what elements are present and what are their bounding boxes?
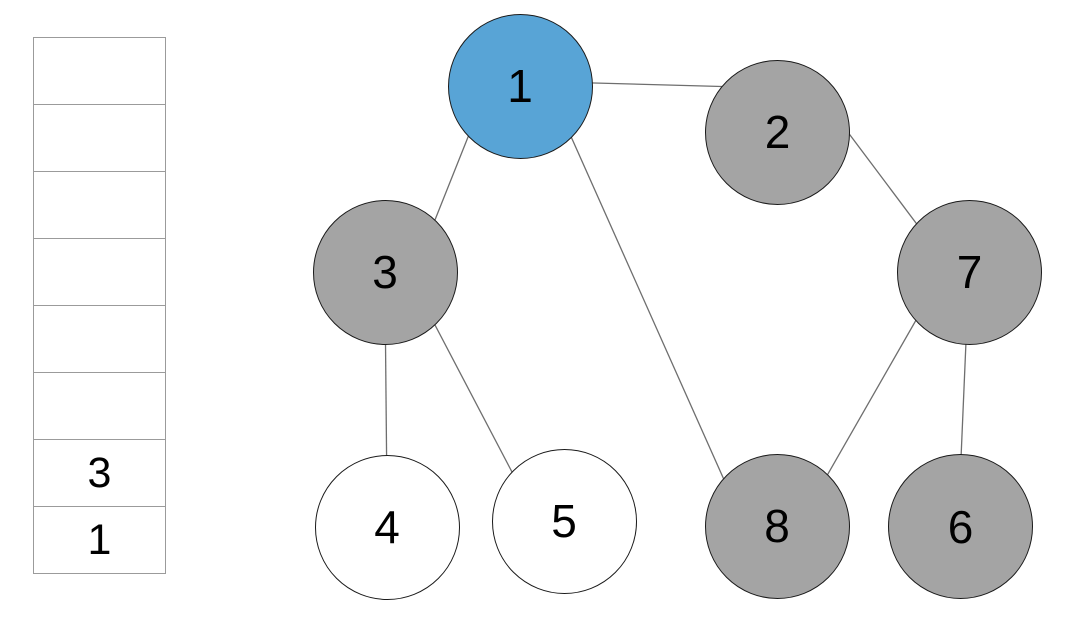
- stack-cell-7: 3: [34, 440, 165, 507]
- node-label: 8: [764, 500, 790, 552]
- edge-1-8: [543, 75, 751, 539]
- node-label: 5: [551, 495, 577, 547]
- stack-cell-2: [34, 105, 165, 172]
- node-label: 2: [764, 106, 791, 158]
- graph-node-4[interactable]: 4: [314, 454, 460, 600]
- graph-node-6[interactable]: 6: [888, 454, 1033, 599]
- graph-node-7[interactable]: 7: [897, 199, 1042, 345]
- node-label: 1: [507, 60, 533, 112]
- node-label: 4: [374, 501, 400, 553]
- stack-cell-5: [34, 306, 165, 373]
- stack-cell-4: [34, 239, 165, 306]
- graph-node-3[interactable]: 3: [312, 199, 458, 345]
- stack-cell-8: 1: [87, 515, 112, 564]
- graph-node-2[interactable]: 2: [705, 59, 850, 205]
- stack-cell-6: [34, 373, 165, 440]
- stack-cell-3: [34, 172, 165, 239]
- graph-node-8[interactable]: 8: [704, 453, 850, 599]
- node-label: 7: [956, 246, 983, 298]
- graph-node-1[interactable]: 1: [447, 13, 593, 159]
- node-label: 6: [947, 500, 974, 553]
- graph-node-5[interactable]: 5: [491, 448, 637, 594]
- stack-cell-1: [34, 38, 165, 105]
- node-label: 3: [372, 246, 398, 298]
